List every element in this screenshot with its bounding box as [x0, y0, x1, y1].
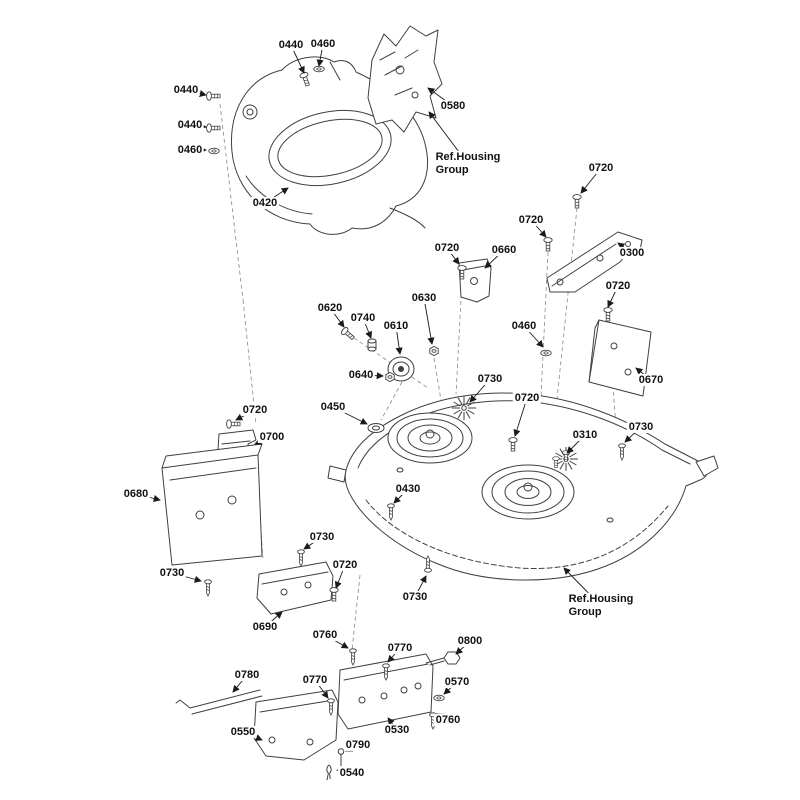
mower-deck-part	[327, 392, 719, 581]
ref-housing-torn-part	[367, 25, 443, 133]
bracket-0680-part	[161, 443, 263, 566]
bracket-0300-part	[546, 231, 643, 293]
bracket-0660-part	[458, 258, 492, 303]
bracket-0690-part	[256, 561, 334, 615]
bottom-hanger-assembly	[175, 651, 461, 761]
plate-0670-part	[588, 319, 652, 397]
